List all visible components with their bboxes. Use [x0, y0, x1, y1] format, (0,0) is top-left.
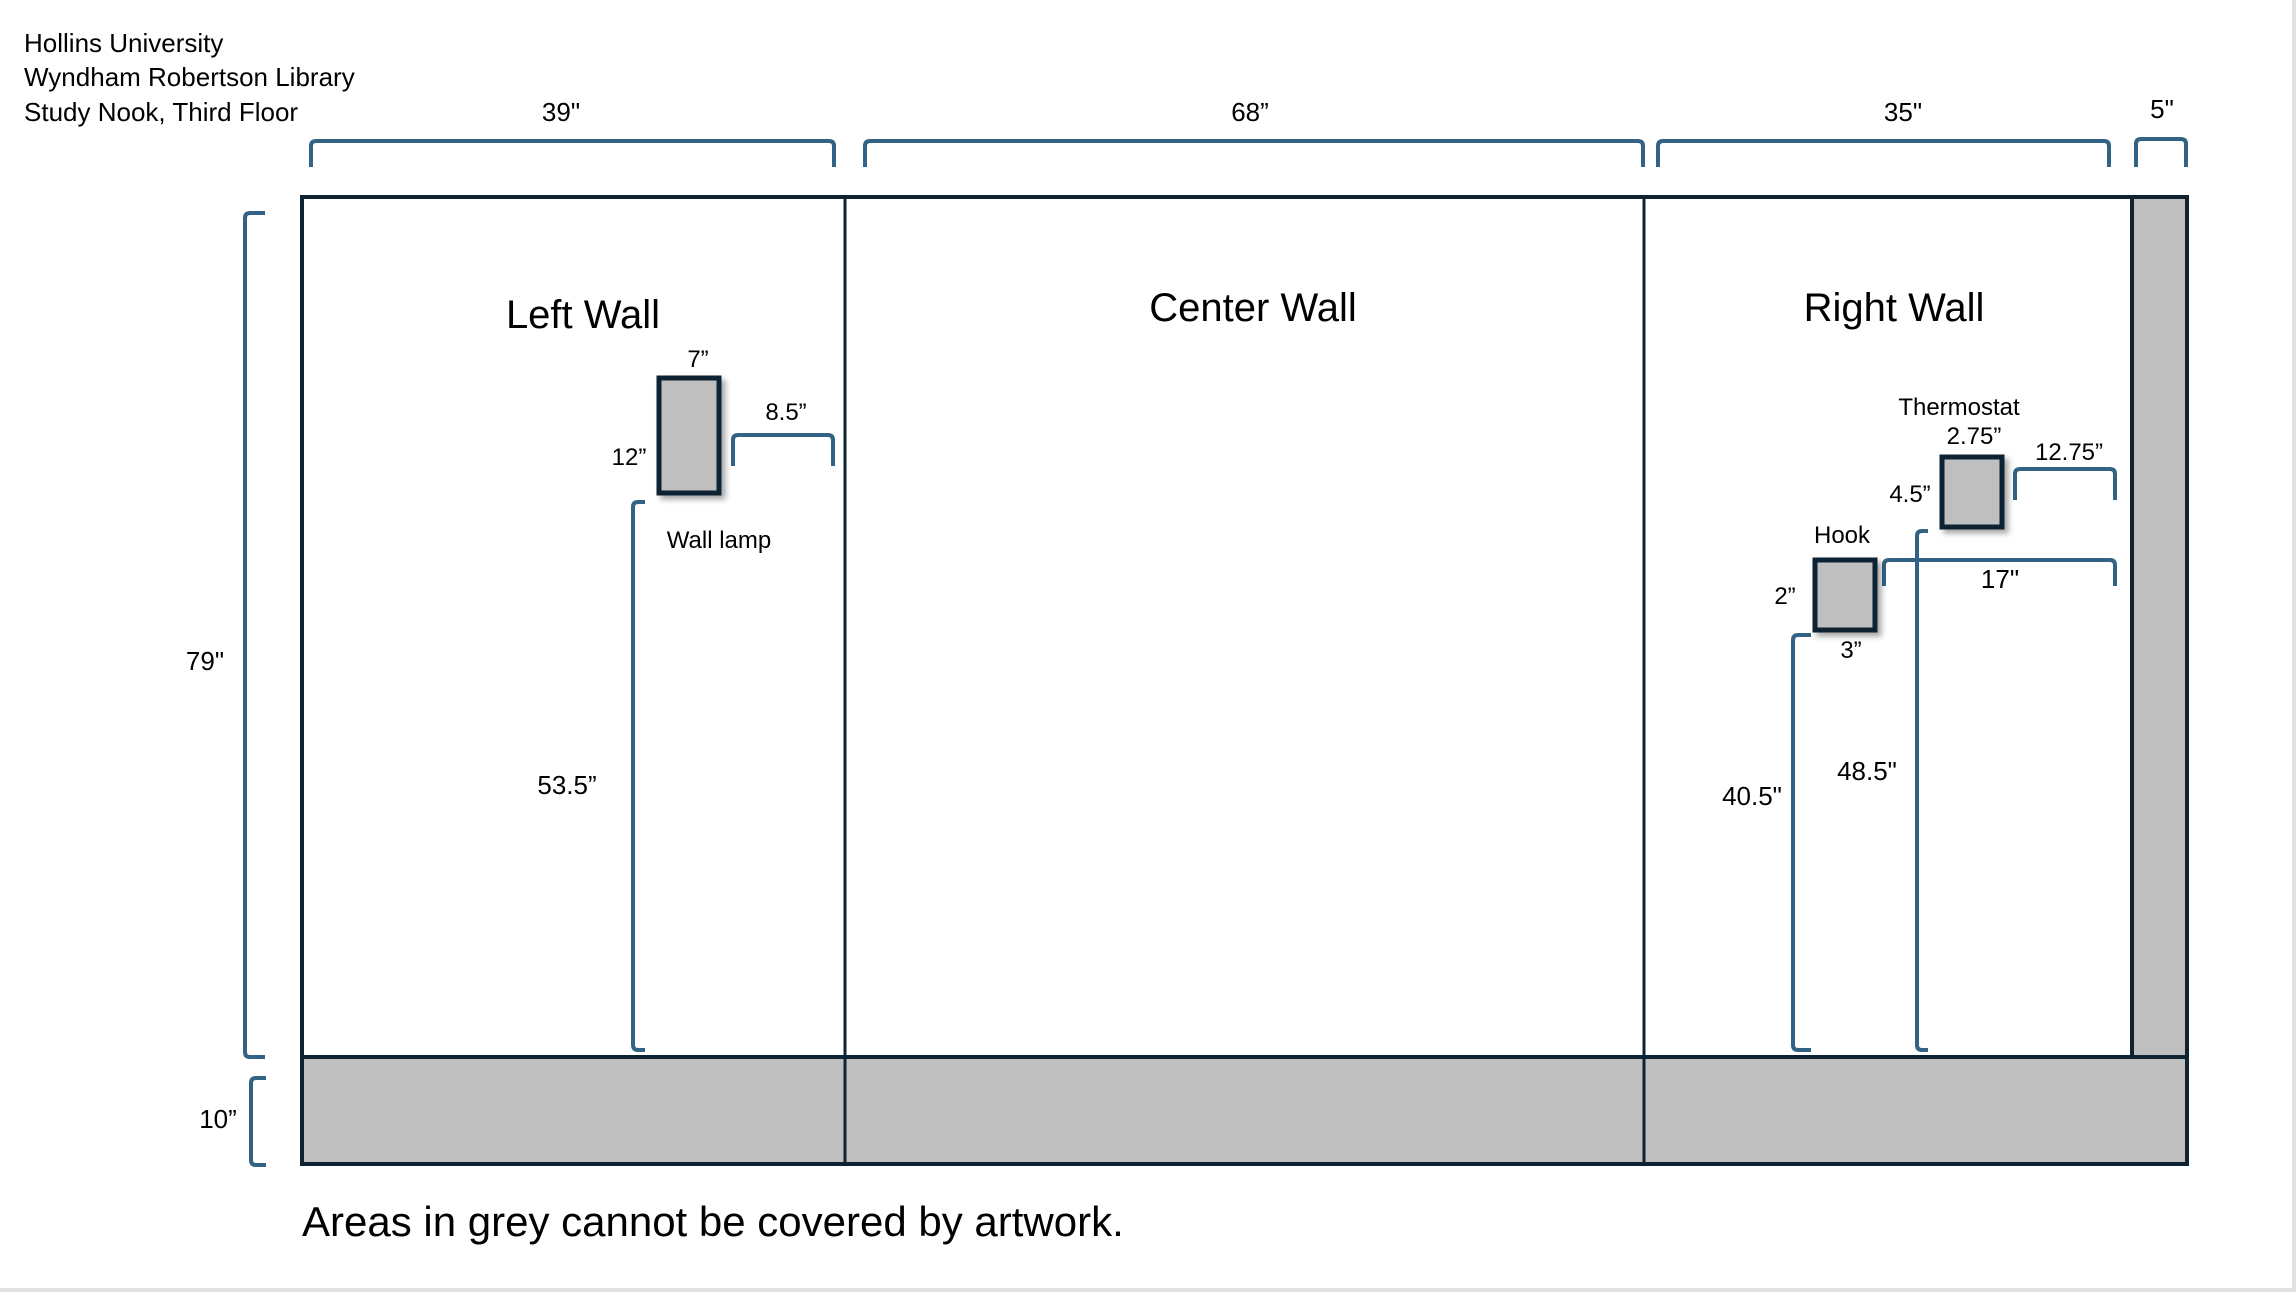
- wall-outline: [300, 195, 2189, 1166]
- bracket-thermostat-from-floor: [1915, 529, 1928, 1052]
- left-wall-title: Left Wall: [506, 293, 660, 337]
- bracket-wall-height: [243, 211, 265, 1059]
- bracket-lamp-to-corner: [731, 433, 835, 466]
- hook-name-label: Hook: [1814, 522, 1871, 549]
- thermostat-height-label: 4.5”: [1889, 481, 1930, 508]
- bracket-thermostat-to-corner: [2013, 467, 2117, 500]
- wall-height-label: 79": [186, 646, 224, 676]
- thermostat-to-corner-label: 12.75”: [2035, 439, 2103, 466]
- center-wall-title: Center Wall: [1149, 286, 1356, 330]
- baseboard-height-label: 10”: [199, 1104, 237, 1134]
- bracket-center-wall-width: [863, 139, 1645, 167]
- bracket-right-wall-width: [1656, 139, 2111, 167]
- lamp-from-floor-label: 53.5”: [537, 770, 596, 800]
- center-wall-width-label: 68”: [1231, 97, 1269, 127]
- lamp-name-label: Wall lamp: [667, 527, 771, 554]
- bracket-baseboard-height: [249, 1076, 266, 1167]
- header-institution: Hollins University: [24, 28, 224, 58]
- right-wall-width-label: 35": [1884, 97, 1922, 127]
- hook-width-label: 3”: [1840, 637, 1861, 664]
- bracket-left-wall-width: [309, 139, 836, 167]
- lamp-width-label: 7”: [687, 346, 708, 373]
- hook-from-floor-label: 40.5": [1722, 781, 1782, 811]
- page-edge-right: [2292, 0, 2296, 1292]
- baseboard-grey-area: [300, 1057, 2189, 1166]
- pillar-width-label: 5": [2150, 94, 2174, 124]
- hook-to-corner-label: 17": [1981, 564, 2019, 594]
- hook-height-label: 2”: [1774, 583, 1795, 610]
- bracket-pillar-width: [2134, 137, 2188, 167]
- thermostat-width-label: 2.75”: [1947, 423, 2002, 450]
- thermostat-from-floor-label: 48.5": [1837, 756, 1897, 786]
- hook-box: [1812, 557, 1878, 633]
- thermostat-box: [1939, 454, 2005, 530]
- lamp-to-corner-label: 8.5”: [765, 399, 806, 426]
- bracket-hook-from-floor: [1791, 633, 1811, 1052]
- bracket-hook-to-corner: [1882, 558, 2117, 586]
- page-edge-bottom: [0, 1288, 2296, 1292]
- header-location: Study Nook, Third Floor: [24, 97, 299, 127]
- left-wall-width-label: 39": [542, 97, 580, 127]
- grey-area-caption: Areas in grey cannot be covered by artwo…: [302, 1198, 1124, 1245]
- header-library: Wyndham Robertson Library: [24, 62, 355, 92]
- wall-lamp-box: [656, 375, 722, 496]
- lamp-height-label: 12”: [612, 444, 647, 471]
- thermostat-name-label: Thermostat: [1898, 394, 2020, 421]
- pillar-grey-area: [2132, 195, 2189, 1057]
- bracket-lamp-from-floor: [631, 500, 645, 1052]
- right-wall-title: Right Wall: [1804, 286, 1985, 330]
